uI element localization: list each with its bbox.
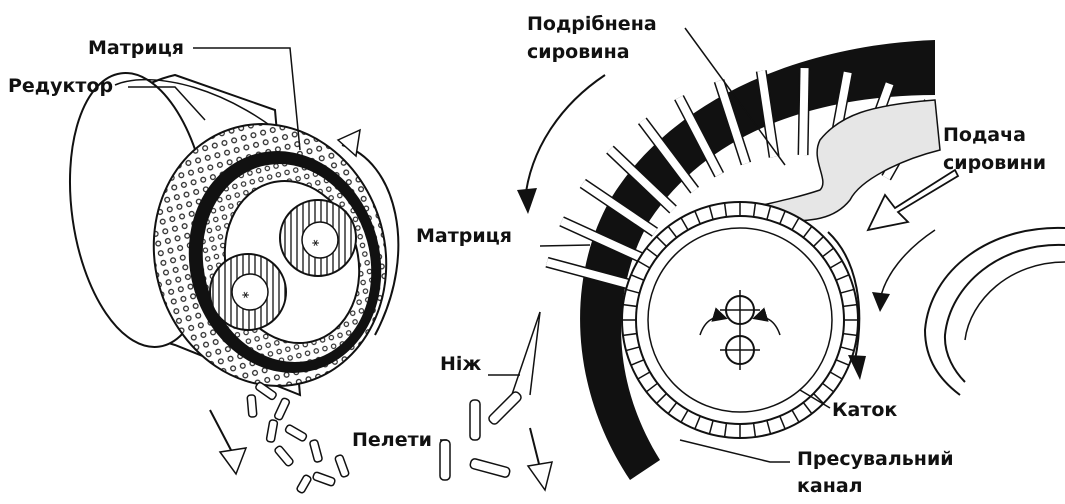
pellets-right: [440, 390, 523, 480]
pellets-left: [247, 381, 349, 493]
die-channel: [803, 68, 805, 155]
output-arrow-left: [210, 410, 246, 474]
label-feed-line2: сировини: [943, 151, 1046, 175]
label-crushed-line2: сировина: [527, 40, 630, 64]
feed-arrow: [868, 170, 958, 230]
label-channel-line1: Пресувальний: [797, 447, 954, 471]
label-crushed-line1: Подрібнена: [527, 12, 657, 36]
label-matrix-right: Матриця: [416, 224, 512, 248]
label-pellets: Пелети: [352, 428, 432, 452]
label-feed-line1: Подача: [943, 123, 1026, 147]
label-reducer: Редуктор: [8, 74, 113, 98]
second-roller-gear: [925, 228, 1065, 395]
label-roller: Каток: [832, 398, 897, 422]
label-matrix-left: Матриця: [88, 36, 184, 60]
output-arrow-right: [528, 428, 552, 490]
svg-text:⚹: ⚹: [242, 287, 249, 301]
svg-text:⚹: ⚹: [312, 235, 319, 249]
label-channel-line2: канал: [797, 474, 863, 498]
label-knife: Ніж: [440, 352, 481, 376]
